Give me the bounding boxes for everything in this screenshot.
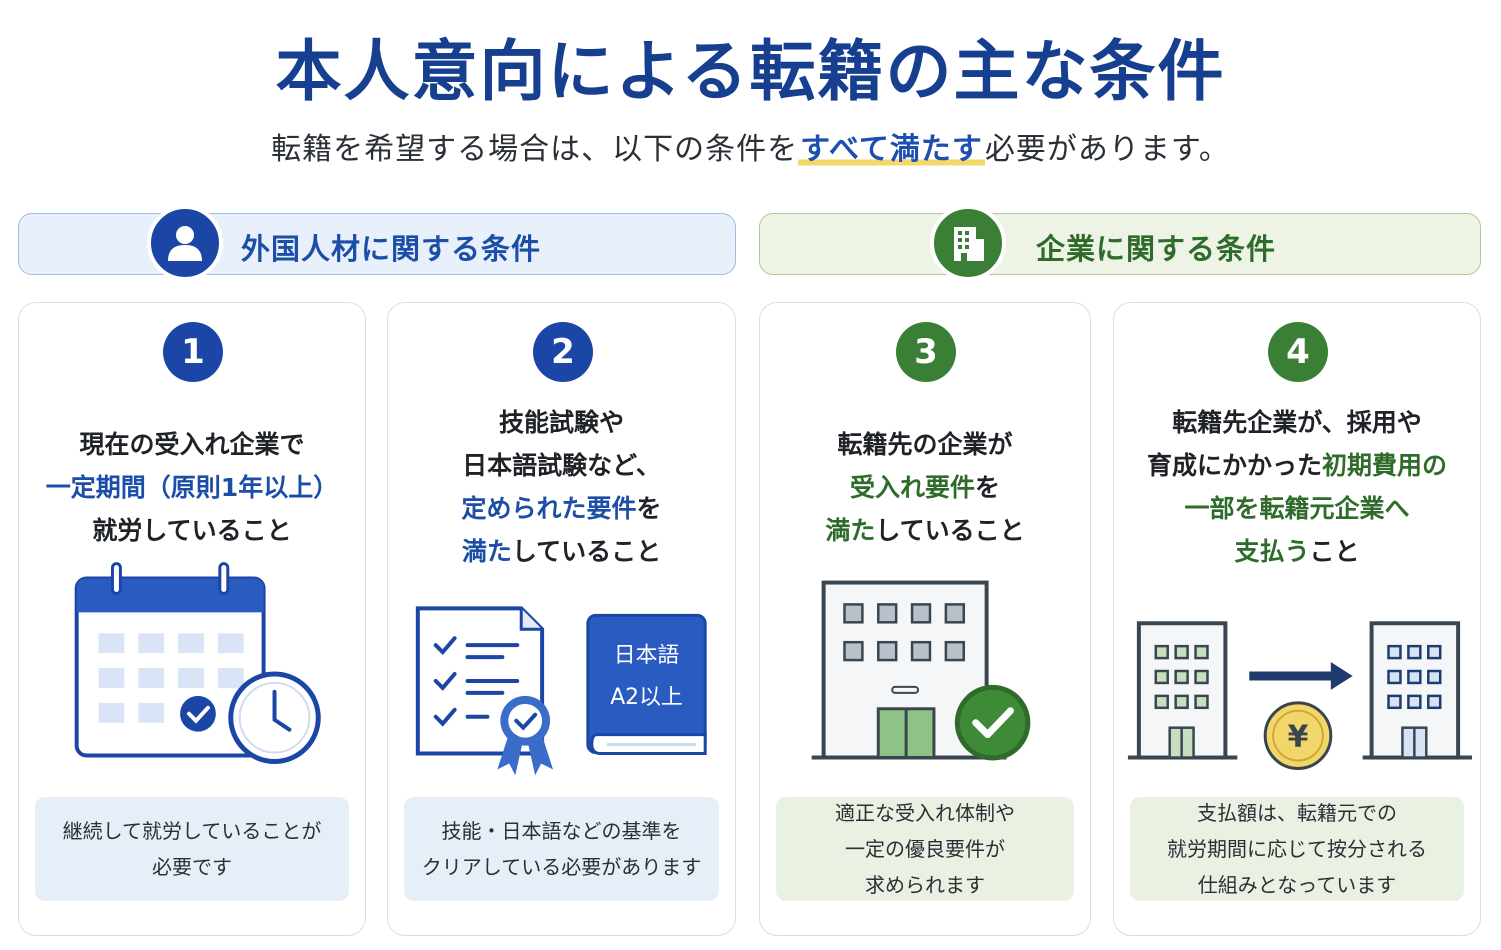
- condition-card-4: 4 転籍先企業が、採用や育成にかかった初期費用の一部を転籍元企業へ支払うこと ¥…: [1113, 302, 1481, 936]
- building-icon: [930, 205, 1006, 281]
- building-check-icon: [811, 580, 1031, 761]
- group-label: 企業に関する条件: [1036, 232, 1277, 266]
- card-heading: 転籍先企業が、採用や育成にかかった初期費用の一部を転籍元企業へ支払うこと: [1114, 401, 1480, 573]
- book-label: 日本語: [614, 643, 680, 668]
- heading-line: 受入れ要件を: [760, 466, 1090, 509]
- heading-emphasis: 支払う: [1234, 537, 1310, 566]
- heading-emphasis: 満た: [461, 537, 512, 566]
- group-header-foreign-worker: 外国人材に関する条件: [18, 205, 736, 281]
- heading-emphasis: 定められた要件: [461, 494, 637, 523]
- heading-text: 現在の受入れ企業で: [79, 430, 305, 459]
- heading-text: していること: [511, 537, 662, 566]
- checklist-certificate-icon: 日本語 A2以上: [415, 606, 707, 776]
- condition-card-2: 2 技能試験や日本語試験など、定められた要件を満たしていること 日本語 A2以上…: [387, 302, 736, 936]
- heading-line: 転籍先企業が、採用や: [1114, 401, 1480, 444]
- note-line: 支払額は、転籍元での: [1197, 801, 1397, 825]
- note-line: 技能・日本語などの基準を: [441, 819, 682, 843]
- heading-emphasis: 満た: [825, 516, 876, 545]
- heading-emphasis: 一定期間（原則1年以上）: [45, 473, 339, 502]
- note-line: 継続して就労していることが: [62, 819, 322, 843]
- heading-text: 就労していること: [92, 516, 292, 545]
- heading-text: 転籍先企業が、採用や: [1172, 408, 1422, 437]
- heading-line: 満たしていること: [388, 530, 735, 573]
- heading-emphasis: 一部を転籍元企業へ: [1184, 494, 1410, 523]
- group-header-company: 企業に関する条件: [759, 205, 1481, 281]
- heading-line: 育成にかかった初期費用の: [1114, 444, 1480, 487]
- page-subtitle: 転籍を希望する場合は、以下の条件をすべて満たす必要があります。: [0, 124, 1501, 168]
- heading-text: 育成にかかった: [1146, 451, 1322, 480]
- step-number-badge: 1: [163, 322, 223, 382]
- note-line: 求められます: [865, 873, 985, 897]
- calendar-clock-icon: [74, 562, 321, 764]
- note-line: 適正な受入れ体制や: [835, 801, 1015, 825]
- subtitle-highlight: すべて満たす: [798, 132, 985, 167]
- heading-line: 技能試験や: [388, 401, 735, 444]
- heading-line: 満たしていること: [760, 509, 1090, 552]
- heading-line: 支払うこと: [1114, 530, 1480, 573]
- page-title: 本人意向による転籍の主な条件: [275, 33, 1226, 110]
- heading-text: を: [636, 494, 662, 523]
- heading-emphasis: 初期費用の: [1322, 451, 1448, 480]
- card-note: 支払額は、転籍元での就労期間に応じて按分される仕組みとなっています: [1130, 797, 1464, 901]
- step-number-badge: 3: [896, 322, 956, 382]
- heading-text: 転籍先の企業が: [837, 430, 1013, 459]
- note-line: 就労期間に応じて按分される: [1167, 837, 1427, 861]
- note-line: 必要です: [152, 855, 232, 879]
- heading-text: 日本語試験など、: [462, 451, 661, 480]
- person-icon: [147, 205, 223, 281]
- heading-text: していること: [875, 516, 1025, 545]
- note-line: クリアしている必要があります: [421, 855, 702, 879]
- card-note: 継続して就労していることが必要です: [35, 797, 349, 901]
- book-level: A2以上: [610, 685, 683, 710]
- heading-line: 転籍先の企業が: [760, 423, 1090, 466]
- card-heading: 技能試験や日本語試験など、定められた要件を満たしていること: [388, 401, 735, 573]
- heading-line: 一部を転籍元企業へ: [1114, 487, 1480, 530]
- card-heading: 転籍先の企業が受入れ要件を満たしていること: [760, 423, 1090, 552]
- heading-line: 日本語試験など、: [388, 444, 735, 487]
- condition-card-3: 3 転籍先の企業が受入れ要件を満たしていること 適正な受入れ体制や一定の優良要件…: [759, 302, 1091, 936]
- heading-text: こと: [1309, 537, 1360, 566]
- heading-line: 現在の受入れ企業で: [19, 423, 365, 466]
- step-number-badge: 4: [1268, 322, 1328, 382]
- subtitle-text: 転籍を希望する場合は、以下の条件を: [271, 132, 799, 167]
- heading-line: 就労していること: [19, 509, 365, 552]
- yen-symbol: ¥: [1288, 720, 1309, 755]
- condition-card-1: 1 現在の受入れ企業で一定期間（原則1年以上） 就労していること 継続して就労して…: [18, 302, 366, 936]
- note-line: 仕組みとなっています: [1197, 873, 1397, 897]
- heading-emphasis: 受入れ要件: [849, 473, 975, 502]
- heading-line: 一定期間（原則1年以上）: [19, 466, 365, 509]
- step-number-badge: 2: [533, 322, 593, 382]
- heading-line: 定められた要件を: [388, 487, 735, 530]
- heading-text: 技能試験や: [498, 408, 624, 437]
- card-note: 技能・日本語などの基準をクリアしている必要があります: [404, 797, 719, 901]
- subtitle-text-end: 必要があります。: [984, 132, 1230, 167]
- payment-transfer-icon: ¥: [1127, 621, 1473, 770]
- heading-text: を: [975, 473, 1001, 502]
- card-note: 適正な受入れ体制や一定の優良要件が求められます: [776, 797, 1074, 901]
- group-label: 外国人材に関する条件: [241, 232, 542, 266]
- card-heading: 現在の受入れ企業で一定期間（原則1年以上） 就労していること: [19, 423, 365, 552]
- note-line: 一定の優良要件が: [845, 837, 1005, 861]
